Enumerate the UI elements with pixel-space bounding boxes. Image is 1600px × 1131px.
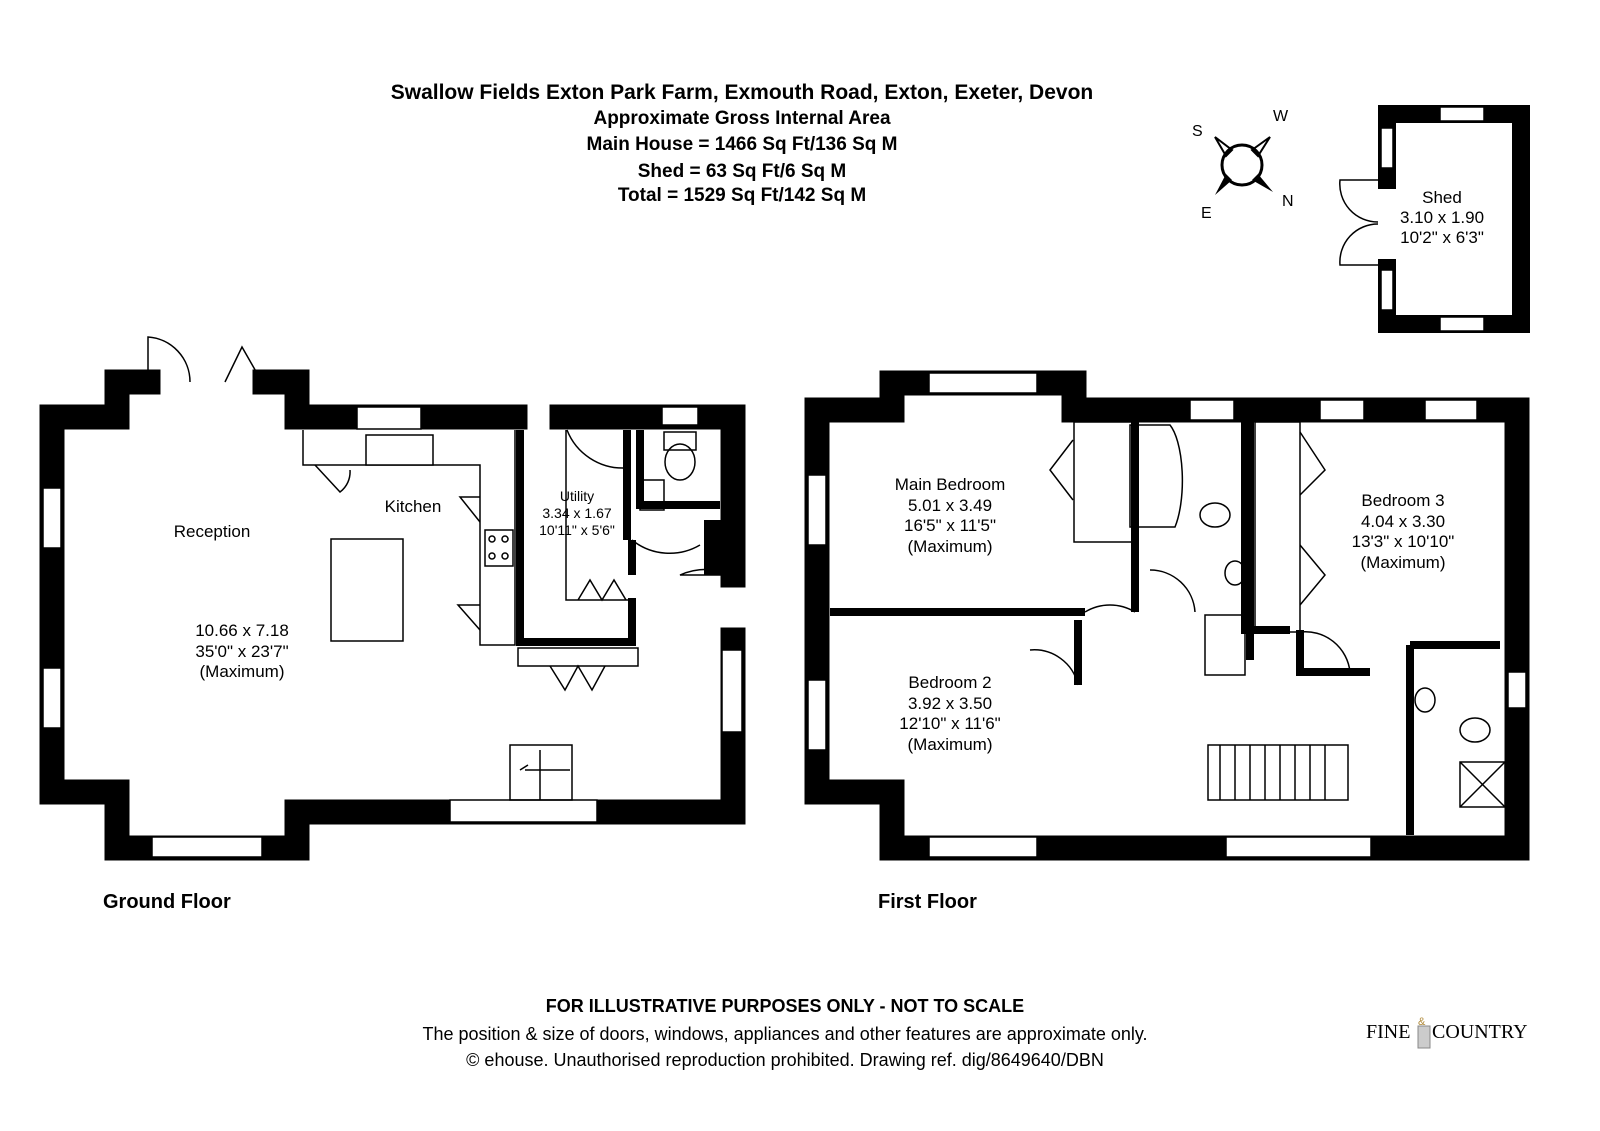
utility-label: Utility xyxy=(560,488,594,504)
ground-floor-label: Ground Floor xyxy=(103,891,231,913)
compass-e: E xyxy=(1201,205,1212,222)
first-floor-plan: Main Bedroom 5.01 x 3.49 16'5" x 11'5" (… xyxy=(804,370,1530,861)
compass-s: S xyxy=(1192,123,1203,140)
logo-amp: & xyxy=(1418,1016,1426,1028)
bedroom2-imperial: 12'10" x 11'6" xyxy=(899,714,1000,733)
ground-floor-plan: Reception 10.66 x 7.18 35'0" x 23'7" (Ma… xyxy=(39,336,746,861)
main-bedroom-imperial: 16'5" x 11'5" xyxy=(904,516,996,535)
disclaimer-line: The position & size of doors, windows, a… xyxy=(422,1024,1147,1044)
kitchen-label: Kitchen xyxy=(385,497,442,516)
fine-country-logo: FINE & COUNTRY xyxy=(1366,1016,1528,1049)
logo-text-left: FINE xyxy=(1366,1021,1410,1043)
reception-metric: 10.66 x 7.18 xyxy=(195,621,289,640)
shed-plan: Shed 3.10 x 1.90 10'2" x 6'3" xyxy=(1339,105,1530,333)
main-house-area: Main House = 1466 Sq Ft/136 Sq M xyxy=(587,134,898,155)
shed-area: Shed = 63 Sq Ft/6 Sq M xyxy=(638,161,847,182)
address-title: Swallow Fields Exton Park Farm, Exmouth … xyxy=(391,81,1094,104)
header: Swallow Fields Exton Park Farm, Exmouth … xyxy=(391,81,1094,206)
logo-text-right: COUNTRY xyxy=(1432,1021,1528,1043)
bedroom2-metric: 3.92 x 3.50 xyxy=(908,694,992,713)
bedroom2-note: (Maximum) xyxy=(908,735,993,754)
first-floor-label: First Floor xyxy=(878,891,977,913)
disclaimer-title: FOR ILLUSTRATIVE PURPOSES ONLY - NOT TO … xyxy=(546,996,1024,1016)
utility-metric: 3.34 x 1.67 xyxy=(542,505,611,521)
copyright-line: © ehouse. Unauthorised reproduction proh… xyxy=(466,1050,1104,1070)
reception-note: (Maximum) xyxy=(200,662,285,681)
bedroom2-label: Bedroom 2 xyxy=(908,673,991,692)
compass-icon: S W E N xyxy=(1192,108,1294,222)
shed-label: Shed xyxy=(1422,188,1462,207)
compass-w: W xyxy=(1273,108,1289,125)
area-subtitle: Approximate Gross Internal Area xyxy=(593,108,890,129)
total-area: Total = 1529 Sq Ft/142 Sq M xyxy=(618,185,866,206)
main-bedroom-note: (Maximum) xyxy=(908,537,993,556)
bedroom3-label: Bedroom 3 xyxy=(1361,491,1444,510)
reception-imperial: 35'0" x 23'7" xyxy=(195,642,288,661)
reception-label: Reception xyxy=(174,522,251,541)
bedroom3-imperial: 13'3" x 10'10" xyxy=(1352,532,1455,551)
bedroom3-note: (Maximum) xyxy=(1361,553,1446,572)
utility-imperial: 10'11" x 5'6" xyxy=(539,522,615,538)
main-bedroom-metric: 5.01 x 3.49 xyxy=(908,496,992,515)
main-bedroom-label: Main Bedroom xyxy=(895,475,1006,494)
bedroom3-metric: 4.04 x 3.30 xyxy=(1361,512,1445,531)
disclaimer: FOR ILLUSTRATIVE PURPOSES ONLY - NOT TO … xyxy=(422,996,1147,1070)
compass-n: N xyxy=(1282,193,1294,210)
shed-metric: 3.10 x 1.90 xyxy=(1400,208,1484,227)
shed-imperial: 10'2" x 6'3" xyxy=(1400,228,1484,247)
